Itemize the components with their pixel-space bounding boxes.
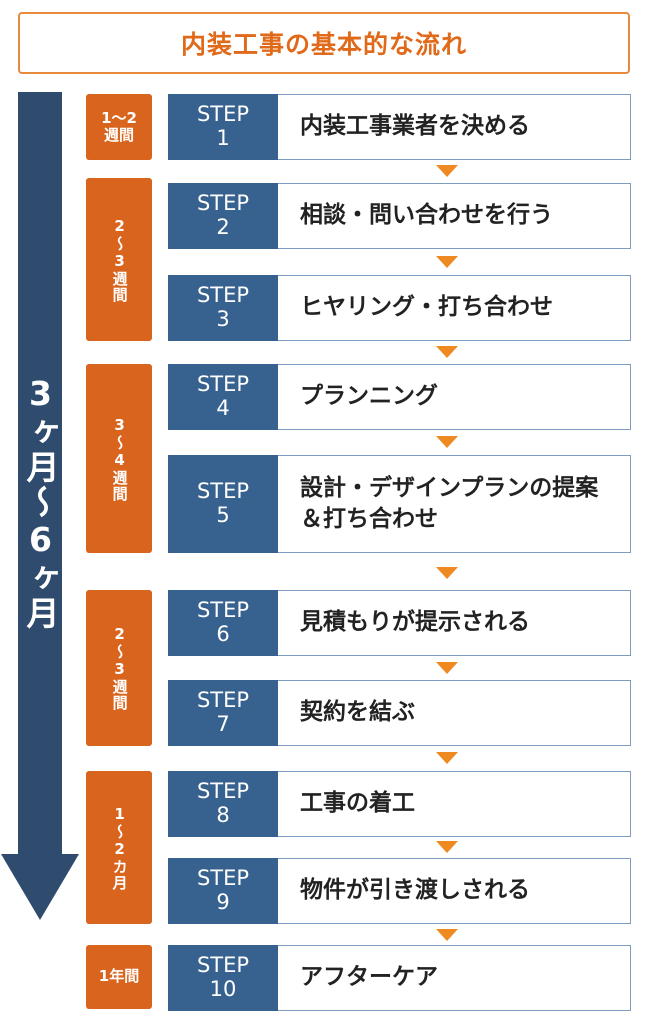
step-title: アフターケア (278, 945, 631, 1011)
step-title: 契約を結ぶ (278, 680, 631, 746)
step-number: STEP 2 (168, 183, 278, 249)
step-number: STEP 5 (168, 455, 278, 553)
step-row: STEP 4 プランニング (168, 364, 631, 430)
step-title: 物件が引き渡しされる (278, 858, 631, 924)
period-label: 2～3週間 (110, 625, 129, 711)
down-triangle-icon (436, 346, 458, 358)
step-title: プランニング (278, 364, 631, 430)
timeline-label: 3ヶ月～6ヶ月 (21, 373, 60, 631)
step-row: STEP 10 アフターケア (168, 945, 631, 1011)
down-triangle-icon (436, 662, 458, 674)
step-row: STEP 3 ヒヤリング・打ち合わせ (168, 275, 631, 341)
period-label: 1年間 (98, 967, 140, 986)
down-triangle-icon (436, 256, 458, 268)
step-row: STEP 6 見積もりが提示される (168, 590, 631, 656)
step-title: 見積もりが提示される (278, 590, 631, 656)
page-title: 内装工事の基本的な流れ (18, 12, 630, 74)
step-row: STEP 5 設計・デザインプランの提案＆打ち合わせ (168, 455, 631, 553)
down-triangle-icon (436, 165, 458, 177)
down-triangle-icon (436, 567, 458, 579)
down-triangle-icon (436, 929, 458, 941)
period-badge: 3～4週間 (86, 364, 152, 553)
period-label: 1～2 週間 (101, 108, 137, 144)
step-title: 設計・デザインプランの提案＆打ち合わせ (278, 455, 631, 553)
period-badge: 1～2 週間 (86, 94, 152, 160)
step-number: STEP 7 (168, 680, 278, 746)
step-number: STEP 8 (168, 771, 278, 837)
period-label: 1～2カ月 (110, 804, 129, 891)
step-number: STEP 4 (168, 364, 278, 430)
step-row: STEP 9 物件が引き渡しされる (168, 858, 631, 924)
step-row: STEP 1 内装工事業者を決める (168, 94, 631, 160)
period-badge: 2～3週間 (86, 590, 152, 746)
down-triangle-icon (436, 752, 458, 764)
down-triangle-icon (436, 841, 458, 853)
step-title: 内装工事業者を決める (278, 94, 631, 160)
step-row: STEP 2 相談・問い合わせを行う (168, 183, 631, 249)
timeline-arrow: 3ヶ月～6ヶ月 (0, 92, 80, 922)
step-row: STEP 8 工事の着工 (168, 771, 631, 837)
step-number: STEP 10 (168, 945, 278, 1011)
step-number: STEP 9 (168, 858, 278, 924)
down-triangle-icon (436, 436, 458, 448)
period-badge: 1年間 (86, 945, 152, 1009)
step-number: STEP 6 (168, 590, 278, 656)
period-label: 2～3週間 (110, 216, 129, 303)
step-title: 工事の着工 (278, 771, 631, 837)
period-label: 3～4週間 (110, 415, 129, 502)
step-row: STEP 7 契約を結ぶ (168, 680, 631, 746)
down-arrow-icon (1, 92, 79, 920)
period-badge: 2～3週間 (86, 178, 152, 341)
step-title: ヒヤリング・打ち合わせ (278, 275, 631, 341)
step-number: STEP 3 (168, 275, 278, 341)
period-badge: 1～2カ月 (86, 771, 152, 924)
step-number: STEP 1 (168, 94, 278, 160)
step-title: 相談・問い合わせを行う (278, 183, 631, 249)
